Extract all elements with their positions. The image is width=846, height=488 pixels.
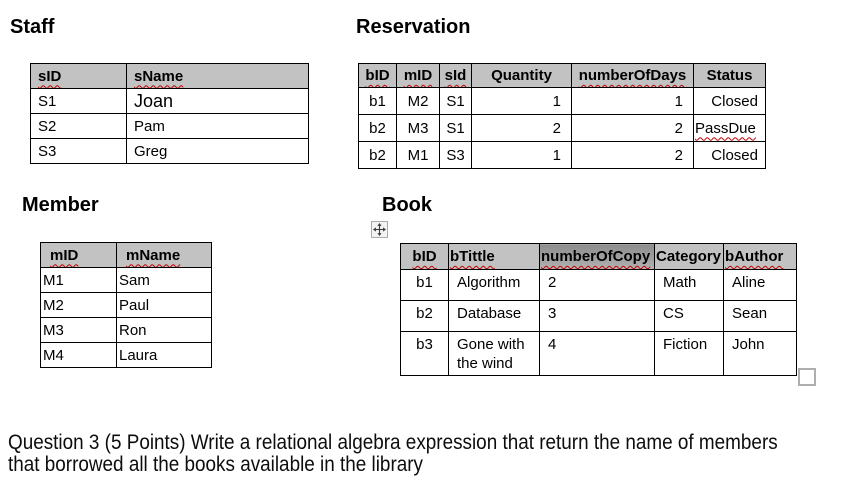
table-cell: 1 — [571, 87, 694, 115]
table-cell: Fiction — [654, 331, 724, 376]
table-cell: CS — [654, 300, 724, 332]
table-cell: Algorithm — [448, 269, 540, 301]
table-cell: M1 — [40, 267, 117, 293]
question-line-2: that borrowed all the books available in… — [8, 453, 423, 476]
table-cell: Greg — [126, 138, 309, 164]
book-table-title: Book — [382, 194, 432, 216]
table-cell: S1 — [30, 88, 127, 114]
column-header: numberOfDays — [571, 63, 694, 88]
table-cell: b1 — [358, 87, 397, 115]
table-cell: 4 — [539, 331, 655, 376]
table-cell: 2 — [539, 269, 655, 301]
table-cell: 1 — [471, 141, 572, 169]
table-cell: S3 — [439, 141, 472, 169]
table-cell: Sam — [116, 267, 212, 293]
table-resize-handle-icon[interactable] — [798, 368, 816, 386]
table-cell: M2 — [396, 87, 440, 115]
question-line-1: Question 3 (5 Points) Write a relational… — [8, 431, 778, 454]
column-header: sID — [30, 63, 127, 89]
column-header: mName — [116, 242, 212, 268]
table-cell: b3 — [400, 331, 449, 376]
table-cell: Closed — [693, 141, 766, 169]
column-header: Quantity — [471, 63, 572, 88]
move-arrows-icon — [373, 223, 386, 236]
table-cell: John — [723, 331, 797, 376]
column-header: Status — [693, 63, 766, 88]
table-cell: 1 — [471, 87, 572, 115]
table-cell: S3 — [30, 138, 127, 164]
table-cell: S2 — [30, 113, 127, 139]
table-cell: 2 — [471, 114, 572, 142]
table-cell: PassDue — [693, 114, 766, 142]
table-cell: b2 — [358, 141, 397, 169]
member-table-title: Member — [22, 194, 99, 216]
table-cell: Ron — [116, 317, 212, 343]
table-cell: Laura — [116, 342, 212, 368]
column-header: bID — [400, 243, 449, 270]
table-cell: Aline — [723, 269, 797, 301]
column-header: sId — [439, 63, 472, 88]
table-cell: 2 — [571, 114, 694, 142]
column-header: numberOfCopy — [539, 243, 655, 270]
table-cell: Math — [654, 269, 724, 301]
table-cell: M4 — [40, 342, 117, 368]
column-header: sName — [126, 63, 309, 89]
column-header: mID — [40, 242, 117, 268]
column-header: bTittle — [448, 243, 540, 270]
table-cell: Database — [448, 300, 540, 332]
staff-table-title: Staff — [10, 16, 55, 38]
table-cell: Gone with the wind — [448, 331, 540, 376]
table-cell: Joan — [126, 88, 309, 114]
table-cell: Pam — [126, 113, 309, 139]
table-cell: M2 — [40, 292, 117, 318]
table-cell: b1 — [400, 269, 449, 301]
table-cell: M3 — [396, 114, 440, 142]
column-header: bAuthor — [723, 243, 797, 270]
table-cell: b2 — [400, 300, 449, 332]
reservation-table-title: Reservation — [356, 16, 471, 38]
table-cell: Closed — [693, 87, 766, 115]
column-header: mID — [396, 63, 440, 88]
table-cell: M3 — [40, 317, 117, 343]
question-paragraph: Question 3 (5 Points) Write a relational… — [8, 432, 846, 476]
table-cell: Paul — [116, 292, 212, 318]
table-cell: S1 — [439, 87, 472, 115]
table-cell: M1 — [396, 141, 440, 169]
column-header: bID — [358, 63, 397, 88]
table-cell: b2 — [358, 114, 397, 142]
table-cell: Sean — [723, 300, 797, 332]
table-cell: 2 — [571, 141, 694, 169]
column-header: Category — [654, 243, 724, 270]
table-cell: 3 — [539, 300, 655, 332]
table-move-handle-icon[interactable] — [371, 221, 388, 238]
table-cell: S1 — [439, 114, 472, 142]
